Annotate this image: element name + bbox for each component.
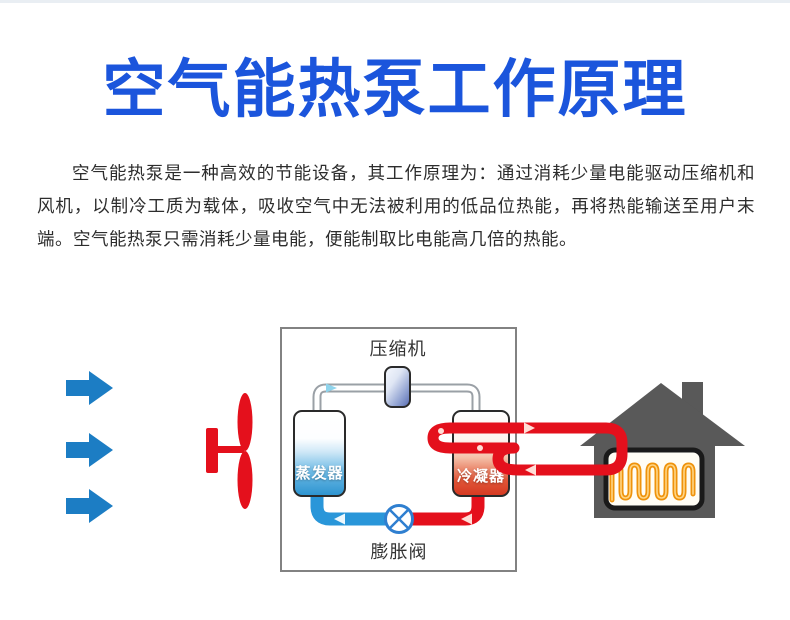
air-flow-arrows-icon: [66, 371, 113, 523]
house-icon: [580, 382, 745, 518]
flow-arrow-icon: [525, 464, 536, 476]
compressor-label: 压缩机: [369, 339, 427, 359]
evaporator-vessel: 蒸发器: [293, 410, 346, 497]
air-arrow-icon: [66, 371, 113, 405]
chimney-icon: [682, 382, 703, 427]
evaporator-label: 蒸发器: [295, 465, 344, 482]
radiator-coil-icon: [603, 447, 705, 511]
flow-arrow-icon: [524, 422, 535, 434]
intro-paragraph: 空气能热泵是一种高效的节能设备，其工作原理为：通过消耗少量电能驱动压缩机和风机，…: [37, 163, 755, 249]
fan-icon: [206, 393, 253, 509]
top-divider: [0, 0, 790, 3]
house-body: [594, 444, 715, 518]
air-arrow-icon: [66, 433, 113, 467]
compressor-vessel: [384, 366, 411, 408]
roof-icon: [580, 383, 745, 446]
page-title: 空气能热泵工作原理: [102, 55, 688, 125]
condenser-label: 冷凝器: [456, 468, 505, 485]
condenser-vessel: 冷凝器: [452, 410, 510, 497]
air-arrow-icon: [66, 489, 113, 523]
expansion-valve-label: 膨胀阀: [370, 542, 428, 562]
